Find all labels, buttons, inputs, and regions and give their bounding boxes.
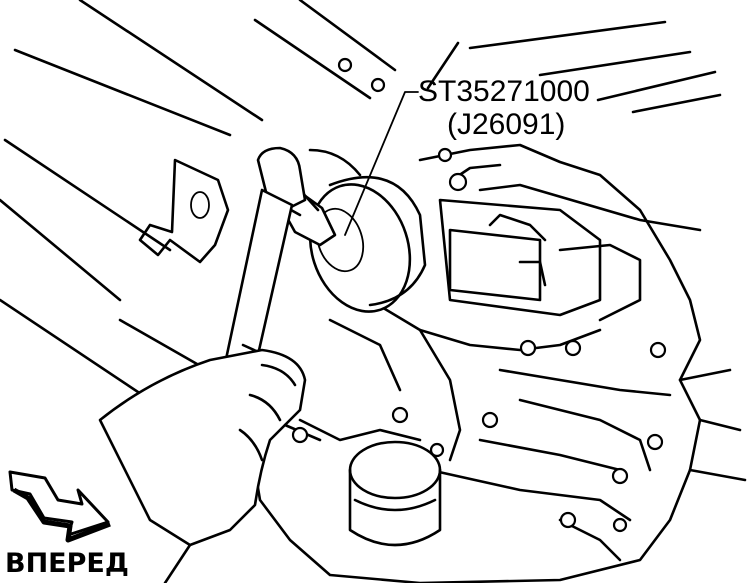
bolt-heads <box>291 57 667 533</box>
mounting-bracket <box>138 158 230 264</box>
special-tool <box>308 148 427 313</box>
direction-label: ВПЕРЕД <box>5 548 129 579</box>
forward-arrow-icon <box>8 470 111 543</box>
part-number-label: ST35271000 <box>418 75 590 108</box>
hand <box>98 348 322 583</box>
oil-filter-housing <box>348 440 442 547</box>
alt-part-number-label: (J26091) <box>447 108 565 141</box>
callout-leader <box>344 91 419 236</box>
